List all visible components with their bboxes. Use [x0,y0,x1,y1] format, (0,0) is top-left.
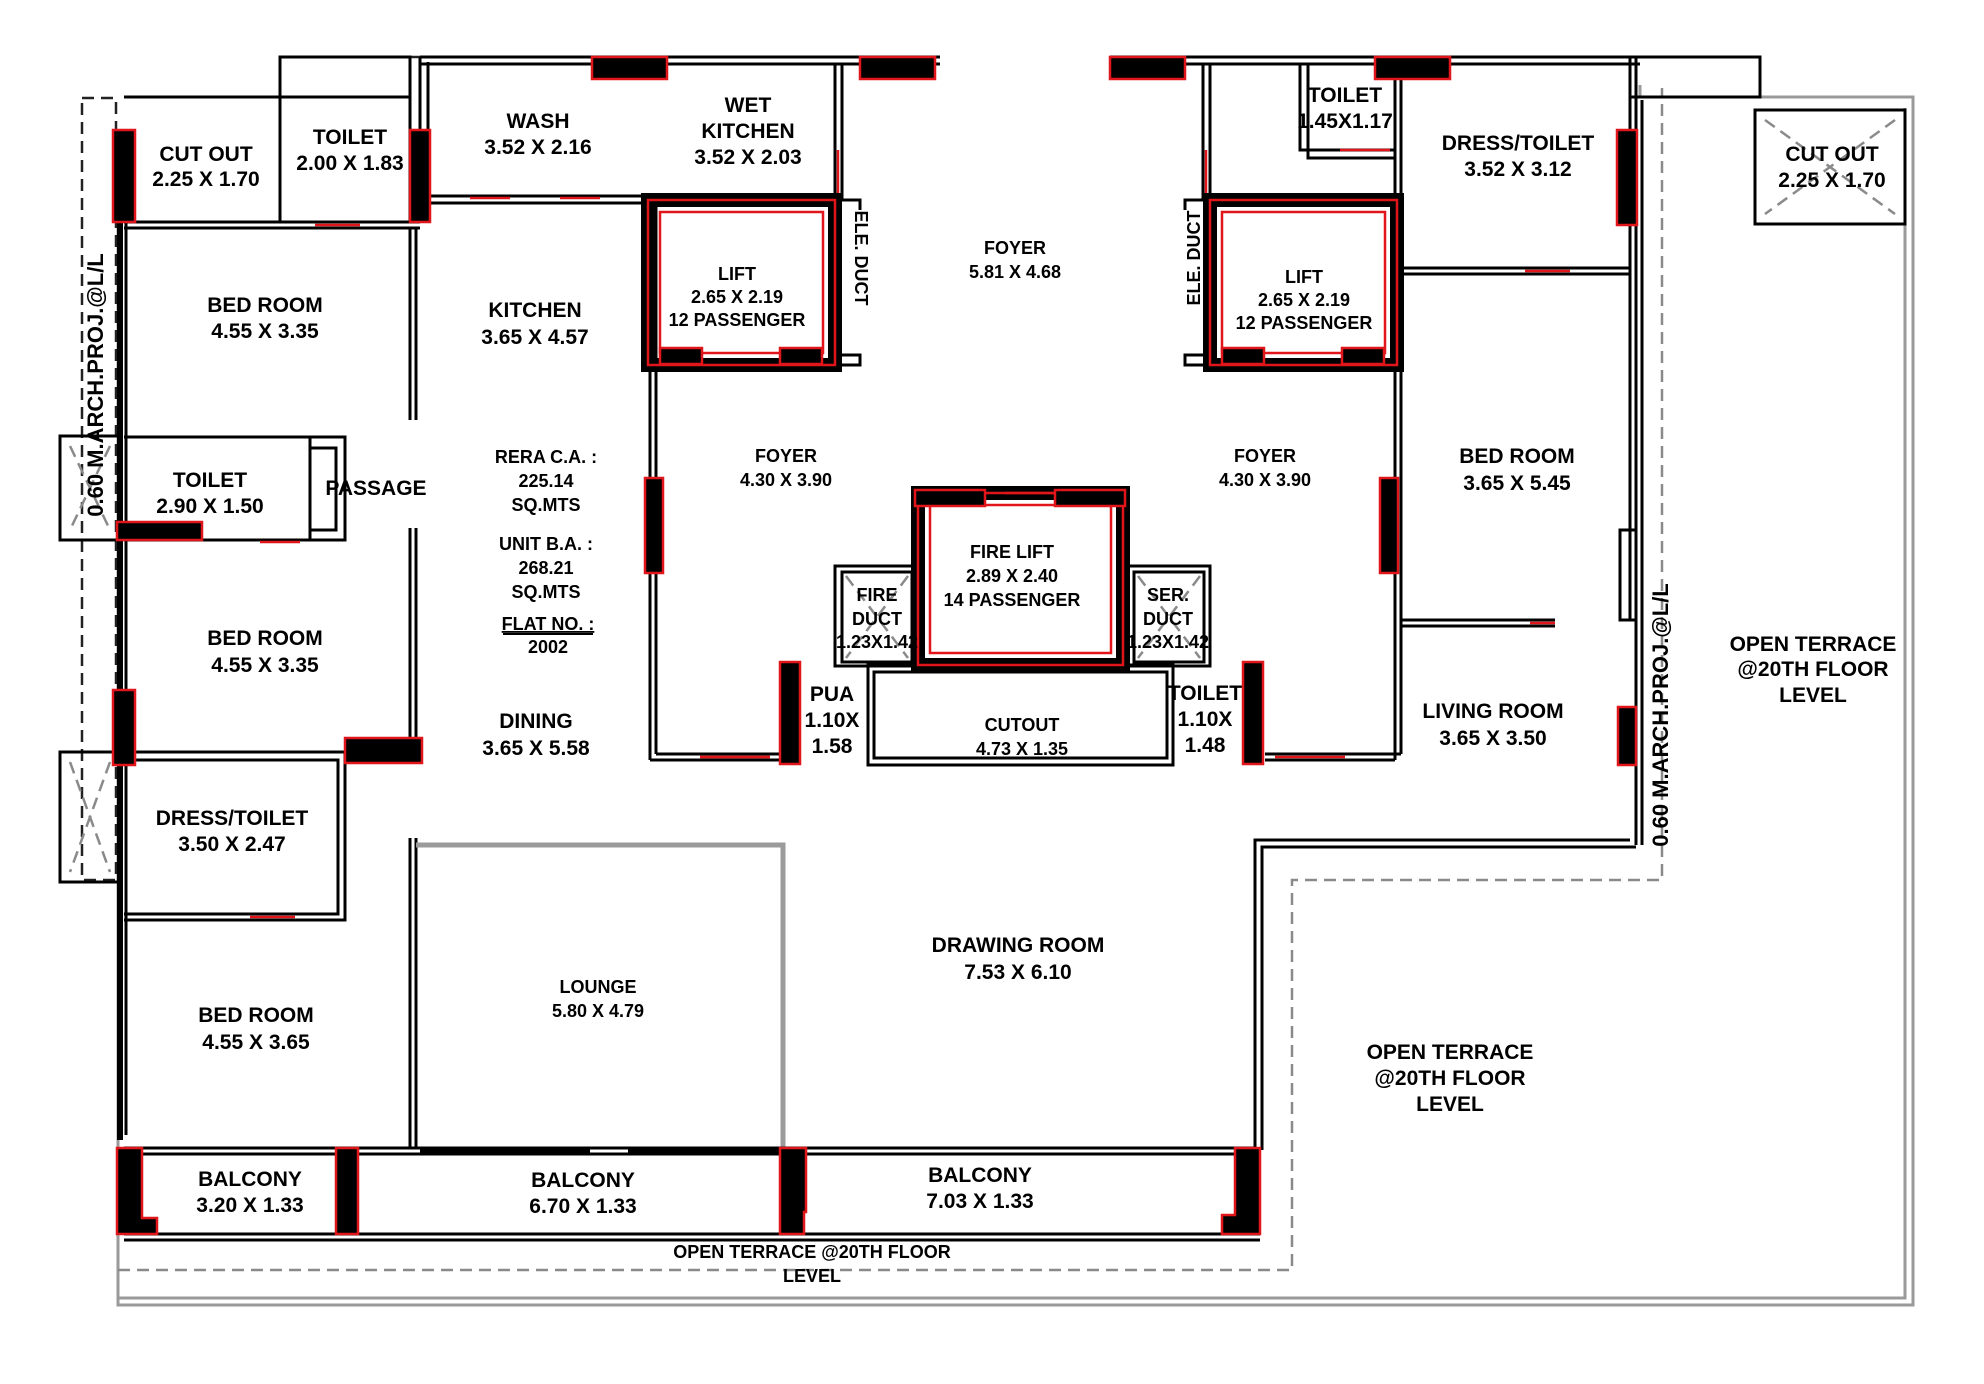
door-openings [315,148,1555,759]
arch-proj-right-label: 0.60 M.ARCH.PROJ.@L/L [1648,583,1673,847]
dining-name: DINING [499,710,573,733]
open-terrace-right-l1: OPEN TERRACE [1730,633,1897,656]
bed-room-1-name: BED ROOM [207,294,323,317]
fire-lift-dims: 2.89 X 2.40 [966,566,1058,586]
passage-name: PASSAGE [325,477,426,500]
toilet-top-right-name: TOILET [1308,84,1382,107]
drawing-room-name: DRAWING ROOM [932,934,1105,957]
open-terrace-right-l2: @20TH FLOOR [1737,658,1888,681]
dress-toilet-left-dims: 3.50 X 2.47 [178,833,285,856]
lift-right-cap: 12 PASSENGER [1236,313,1373,333]
living-room-name: LIVING ROOM [1422,700,1563,723]
wet-kitchen-name1: WET [725,94,772,117]
living-room-dims: 3.65 X 3.50 [1439,727,1546,750]
lounge-name: LOUNGE [559,977,636,997]
columns [111,55,1639,1236]
bed-room-right-name: BED ROOM [1459,445,1575,468]
ser-duct-name1: SER. [1147,585,1189,605]
lift-right-name: LIFT [1285,267,1323,287]
balcony-1-dims: 3.20 X 1.33 [196,1194,303,1217]
lift-left-cap: 12 PASSENGER [669,310,806,330]
dress-toilet-left-name: DRESS/TOILET [156,807,309,830]
foyer-right-dims: 4.30 X 3.90 [1219,470,1311,490]
toilet-top-left-name: TOILET [313,126,387,149]
rera-unit: SQ.MTS [511,495,580,515]
balcony-2-name: BALCONY [531,1169,635,1192]
flat-no-value: 2002 [528,637,568,657]
rera-label: RERA C.A. : [495,447,597,467]
ser-duct-dims: 1.23X1.42 [1127,632,1209,652]
balcony-3-name: BALCONY [928,1164,1032,1187]
bed-room-3-name: BED ROOM [198,1004,314,1027]
foyer-left-dims: 4.30 X 3.90 [740,470,832,490]
dining-dims: 3.65 X 5.58 [482,737,590,760]
bed-room-3-dims: 4.55 X 3.65 [202,1031,310,1054]
cutout-left-name: CUT OUT [159,143,252,166]
arch-proj-left-label: 0.60 M.ARCH.PROJ.@L/L [83,253,108,517]
fire-lift-cap: 14 PASSENGER [944,590,1081,610]
cutout-mid-name: CUTOUT [985,715,1060,735]
wash-dims: 3.52 X 2.16 [484,136,591,159]
wet-kitchen-dims: 3.52 X 2.03 [694,146,801,169]
fire-duct-dims: 1.23X1.42 [836,632,918,652]
cutout-left-dims: 2.25 X 1.70 [152,168,259,191]
bed-room-right-dims: 3.65 X 5.45 [1463,472,1571,495]
fire-lift-name: FIRE LIFT [970,542,1054,562]
cutout-right-dims: 2.25 X 1.70 [1778,169,1885,192]
open-terrace-mid-l3: LEVEL [1416,1093,1484,1116]
toilet-mid-left-name: TOILET [173,469,247,492]
toilet-mid-left-dims: 2.90 X 1.50 [156,495,263,518]
balcony-1-name: BALCONY [198,1168,302,1191]
pua-dims2: 1.58 [812,735,853,758]
toilet-small-dims2: 1.48 [1185,734,1226,757]
unit-ba-unit: SQ.MTS [511,582,580,602]
foyer-top-name: FOYER [984,238,1046,258]
cutout-right-name: CUT OUT [1785,143,1878,166]
ele-duct-left: ELE. DUCT [851,210,871,305]
open-terrace-right-l3: LEVEL [1779,684,1847,707]
lift-left [641,193,842,372]
foyer-left-name: FOYER [755,446,817,466]
cutout-mid-dims: 4.73 X 1.35 [976,739,1068,759]
drawing-room-dims: 7.53 X 6.10 [964,961,1071,984]
bed-room-2-name: BED ROOM [207,627,323,650]
cutout-right-box [1753,108,1907,226]
dress-toilet-right-dims: 3.52 X 3.12 [1464,158,1571,181]
kitchen-name: KITCHEN [488,299,581,322]
toilet-small-dims1: 1.10X [1178,708,1233,731]
flat-no-label: FLAT NO. : [502,614,595,634]
open-terrace-bottom-l1: OPEN TERRACE @20TH FLOOR [673,1242,951,1262]
fire-duct-name1: FIRE [856,585,897,605]
rera-value: 225.14 [518,471,573,491]
unit-ba-label: UNIT B.A. : [499,534,593,554]
pua-dims1: 1.10X [805,709,860,732]
kitchen-dims: 3.65 X 4.57 [481,326,588,349]
lift-right-dims: 2.65 X 2.19 [1258,290,1350,310]
lounge-dims: 5.80 X 4.79 [552,1001,644,1021]
lift-left-dims: 2.65 X 2.19 [691,287,783,307]
fire-duct-name2: DUCT [852,609,902,629]
toilet-top-left-dims: 2.00 X 1.83 [296,152,403,175]
pua-name: PUA [810,683,854,706]
lift-left-name: LIFT [718,264,756,284]
bed-room-1-dims: 4.55 X 3.35 [211,320,319,343]
bed-room-2-dims: 4.55 X 3.35 [211,654,319,677]
open-terrace-bottom-l2: LEVEL [783,1266,841,1286]
ser-duct-name2: DUCT [1143,609,1193,629]
open-terrace-mid-l2: @20TH FLOOR [1374,1067,1525,1090]
lift-right [1203,193,1404,372]
wash-name: WASH [507,110,570,133]
dress-toilet-right-name: DRESS/TOILET [1442,132,1595,155]
toilet-small-name: TOILET [1168,682,1242,705]
open-terrace-mid-l1: OPEN TERRACE [1367,1041,1534,1064]
unit-ba-value: 268.21 [518,558,573,578]
ele-duct-right: ELE. DUCT [1184,210,1204,305]
foyer-top-dims: 5.81 X 4.68 [969,262,1061,282]
wet-kitchen-name2: KITCHEN [701,120,794,143]
balcony-3-dims: 7.03 X 1.33 [926,1190,1033,1213]
toilet-top-right-dims: 1.45X1.17 [1297,110,1393,133]
balcony-2-dims: 6.70 X 1.33 [529,1195,636,1218]
foyer-right-name: FOYER [1234,446,1296,466]
